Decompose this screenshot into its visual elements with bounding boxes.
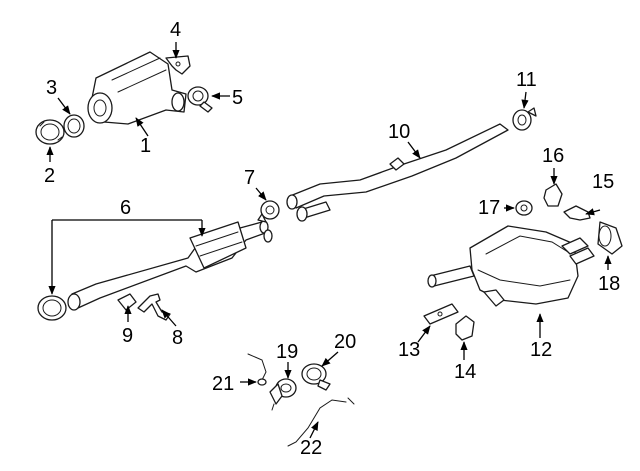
callout-11: 11	[516, 69, 537, 91]
leader-lines	[46, 42, 612, 439]
part-5-clamp[interactable]	[187, 86, 213, 113]
part-19-valve-actuator[interactable]	[269, 378, 297, 411]
part-21-vacuum-line[interactable]	[247, 353, 267, 386]
callout-7: 7	[244, 167, 255, 189]
part-2-clamp-ring[interactable]	[35, 119, 65, 145]
part-4-bracket[interactable]	[165, 55, 191, 75]
callout-15: 15	[592, 171, 614, 193]
part-12-rear-muffler[interactable]	[427, 225, 595, 307]
part-15-bracket[interactable]	[563, 205, 591, 221]
part-13-bracket[interactable]	[423, 303, 459, 325]
callout-2: 2	[44, 165, 55, 187]
callout-10: 10	[388, 121, 410, 143]
part-7-clamp[interactable]	[257, 200, 280, 223]
part-8-hanger-bracket[interactable]	[137, 293, 171, 321]
part-22-vacuum-hose[interactable]	[287, 397, 355, 447]
part-14-rubber-hanger[interactable]	[455, 315, 475, 341]
callout-14: 14	[454, 361, 476, 383]
callout-9: 9	[122, 325, 133, 347]
part-10-center-pipe[interactable]	[286, 123, 509, 222]
callout-6: 6	[120, 197, 131, 219]
part-20-clamp[interactable]	[301, 363, 331, 391]
callout-1: 1	[140, 135, 151, 157]
callout-17: 17	[478, 197, 500, 219]
callout-8: 8	[172, 327, 183, 349]
callout-5: 5	[232, 87, 243, 109]
callout-3: 3	[46, 77, 57, 99]
callout-16: 16	[542, 145, 564, 167]
callout-18: 18	[598, 273, 620, 295]
callout-21: 21	[212, 373, 234, 395]
callout-12: 12	[530, 339, 552, 361]
callout-22: 22	[300, 437, 322, 459]
part-3-gasket[interactable]	[63, 114, 85, 138]
part-11-clamp[interactable]	[512, 107, 537, 131]
callout-19: 19	[276, 341, 298, 363]
callout-4: 4	[170, 19, 181, 41]
part-6-clamp[interactable]	[37, 295, 67, 321]
part-1-catalytic-converter[interactable]	[87, 51, 187, 125]
part-6-front-pipe[interactable]	[67, 220, 273, 311]
callout-labels: 1 2 3 4 5 6 7 8 9 10 11 12 13 14 15 16 1…	[44, 19, 620, 459]
callout-20: 20	[334, 331, 356, 353]
part-16-rubber-mount[interactable]	[543, 183, 563, 207]
part-9-rubber-mount[interactable]	[117, 293, 137, 311]
part-18-exhaust-tip[interactable]	[597, 221, 623, 255]
callout-13: 13	[398, 339, 420, 361]
part-17-bushing[interactable]	[515, 200, 533, 216]
